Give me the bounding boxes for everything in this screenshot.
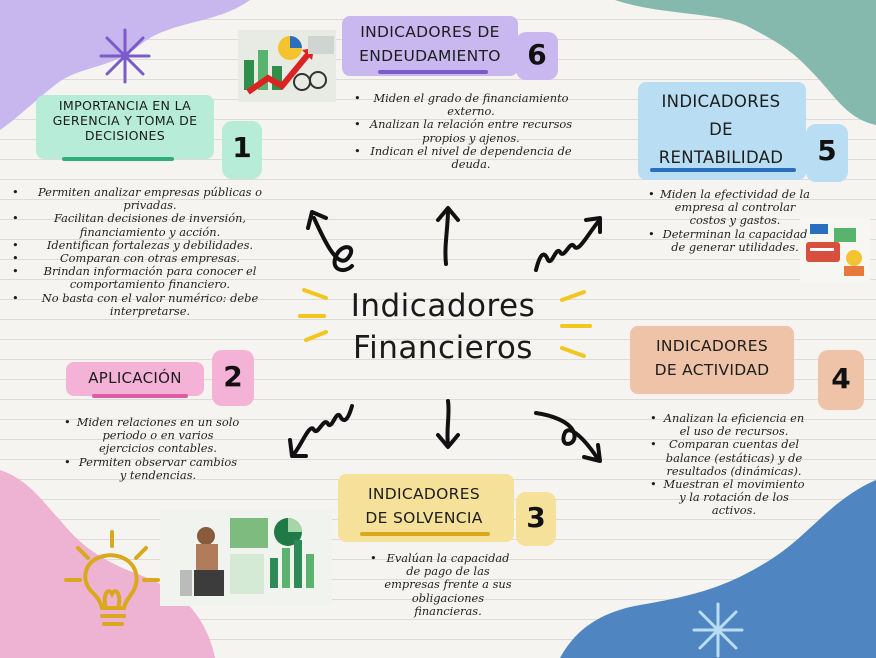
arrow-icon xyxy=(436,206,460,266)
section6-bullet: Analizan la relación entre recursos prop… xyxy=(354,118,576,145)
section5-bullet: Determinan la capacidad de generar utili… xyxy=(648,227,810,254)
section2-bullet: Permiten observar cambios y tendencias. xyxy=(64,455,240,482)
section1-title: IMPORTANCIA EN LA GERENCIA Y TOMA DE DEC… xyxy=(30,98,220,144)
section4-header-bg xyxy=(630,326,794,394)
section1-bullet: Permiten analizar empresas públicas o pr… xyxy=(12,185,276,212)
section1-number: 1 xyxy=(232,131,252,164)
section4-bullets: Analizan la eficiencia en el uso de recu… xyxy=(648,411,806,518)
section1-bullet: Facilitan decisiones de inversión, finan… xyxy=(12,212,276,239)
section1-bullet: Comparan con otras empresas. xyxy=(12,251,276,265)
section3-number: 3 xyxy=(526,501,546,534)
section4-bullet: Comparan cuentas del balance (estáticas)… xyxy=(650,438,806,478)
section1-bullets: Permiten analizar empresas públicas o pr… xyxy=(10,185,276,318)
section2-header-bg xyxy=(66,362,204,396)
section6-title: INDICADORES DE ENDEUDAMIENTO xyxy=(342,20,518,68)
finance-chart-image xyxy=(238,30,336,102)
section5-bullets: Miden la efectividad de la empresa al co… xyxy=(646,187,810,254)
section4-bullet: Analizan la eficiencia en el uso de recu… xyxy=(650,411,806,438)
section2-number: 2 xyxy=(223,360,243,393)
money-illustration-image xyxy=(800,218,870,282)
section4-bullet: Muestran el movimiento y la rotación de … xyxy=(650,477,806,518)
section6-underline xyxy=(378,70,488,74)
section4-title-line: INDICADORES xyxy=(656,337,768,355)
arrow-icon xyxy=(436,399,460,449)
section3-underline xyxy=(360,532,490,536)
section1-number-box xyxy=(222,121,262,179)
section3-title: INDICADORES DE SOLVENCIA xyxy=(338,482,510,530)
person-dashboard-image xyxy=(160,510,332,606)
section5-title-line: DE xyxy=(709,120,733,139)
center-title-line-1: Indicadores xyxy=(350,288,536,324)
squiggle-arrow-icon xyxy=(288,404,354,458)
center-title: Indicadores Financieros xyxy=(318,288,568,378)
section1-bullet: Brindan información para conocer el comp… xyxy=(12,265,276,292)
section4-title: INDICADORES DE ACTIVIDAD xyxy=(630,334,794,382)
section3-number-box xyxy=(516,492,556,546)
center-title-line-2: Financieros xyxy=(353,330,533,366)
title-accent-strokes xyxy=(298,288,592,358)
section6-title-line: INDICADORES DE xyxy=(360,23,500,41)
section3-title-line: DE SOLVENCIA xyxy=(365,509,483,527)
section3-bullets: Evalúan la capacidad de pago de las empr… xyxy=(368,551,514,618)
section1-bullet: No basta con el valor numérico: debe int… xyxy=(12,291,276,318)
section2-bullet: Miden relaciones en un solo periodo o en… xyxy=(64,415,240,456)
section1-underline xyxy=(62,157,174,161)
squiggle-arrow-icon xyxy=(534,216,602,272)
section3-header-bg xyxy=(338,474,514,542)
section1-title-line: GERENCIA Y TOMA DE xyxy=(52,112,198,128)
section4-number-box xyxy=(818,350,864,410)
section5-title-line: RENTABILIDAD xyxy=(658,148,784,167)
section2-title: APLICACIÓN xyxy=(88,369,182,387)
section4-title-line: DE ACTIVIDAD xyxy=(654,361,770,379)
section5-number-box xyxy=(806,124,848,182)
section6-bullets: Miden el grado de financiamiento externo… xyxy=(352,91,576,171)
sparkle-icon xyxy=(99,28,151,84)
section6-header-bg xyxy=(342,16,518,76)
section6-title-line: ENDEUDAMIENTO xyxy=(359,47,501,65)
section5-title-line: INDICADORES xyxy=(661,92,781,111)
section2-underline xyxy=(92,394,188,398)
section3-title-line: INDICADORES xyxy=(368,485,480,503)
section5-bullet: Miden la efectividad de la empresa al co… xyxy=(648,187,810,228)
section6-bullet: Miden el grado de financiamiento externo… xyxy=(354,91,576,118)
section1-header-bg xyxy=(36,95,214,159)
section1-title-line: DECISIONES xyxy=(84,127,166,143)
section5-number: 5 xyxy=(817,134,837,167)
section6-number-box xyxy=(516,32,558,80)
section5-header-bg xyxy=(638,82,806,180)
squiggle-arrow-icon xyxy=(306,210,354,273)
section2-number-box xyxy=(212,350,254,406)
section3-bullet: Evalúan la capacidad de pago de las empr… xyxy=(370,551,514,618)
squiggle-arrow-icon xyxy=(534,411,602,463)
section4-number: 4 xyxy=(831,362,851,395)
lightbulb-icon xyxy=(64,530,160,626)
sparkle-icon xyxy=(692,602,744,658)
section1-title-line: IMPORTANCIA EN LA xyxy=(58,98,192,113)
section6-number: 6 xyxy=(527,38,547,71)
section6-bullet: Indican el nivel de dependencia de deuda… xyxy=(354,144,576,171)
section5-title: INDICADORES DE RENTABILIDAD xyxy=(636,88,806,172)
section1-bullet: Identifican fortalezas y debilidades. xyxy=(12,238,276,252)
section5-underline xyxy=(650,168,796,172)
section2-bullets: Miden relaciones en un solo periodo o en… xyxy=(62,415,240,482)
